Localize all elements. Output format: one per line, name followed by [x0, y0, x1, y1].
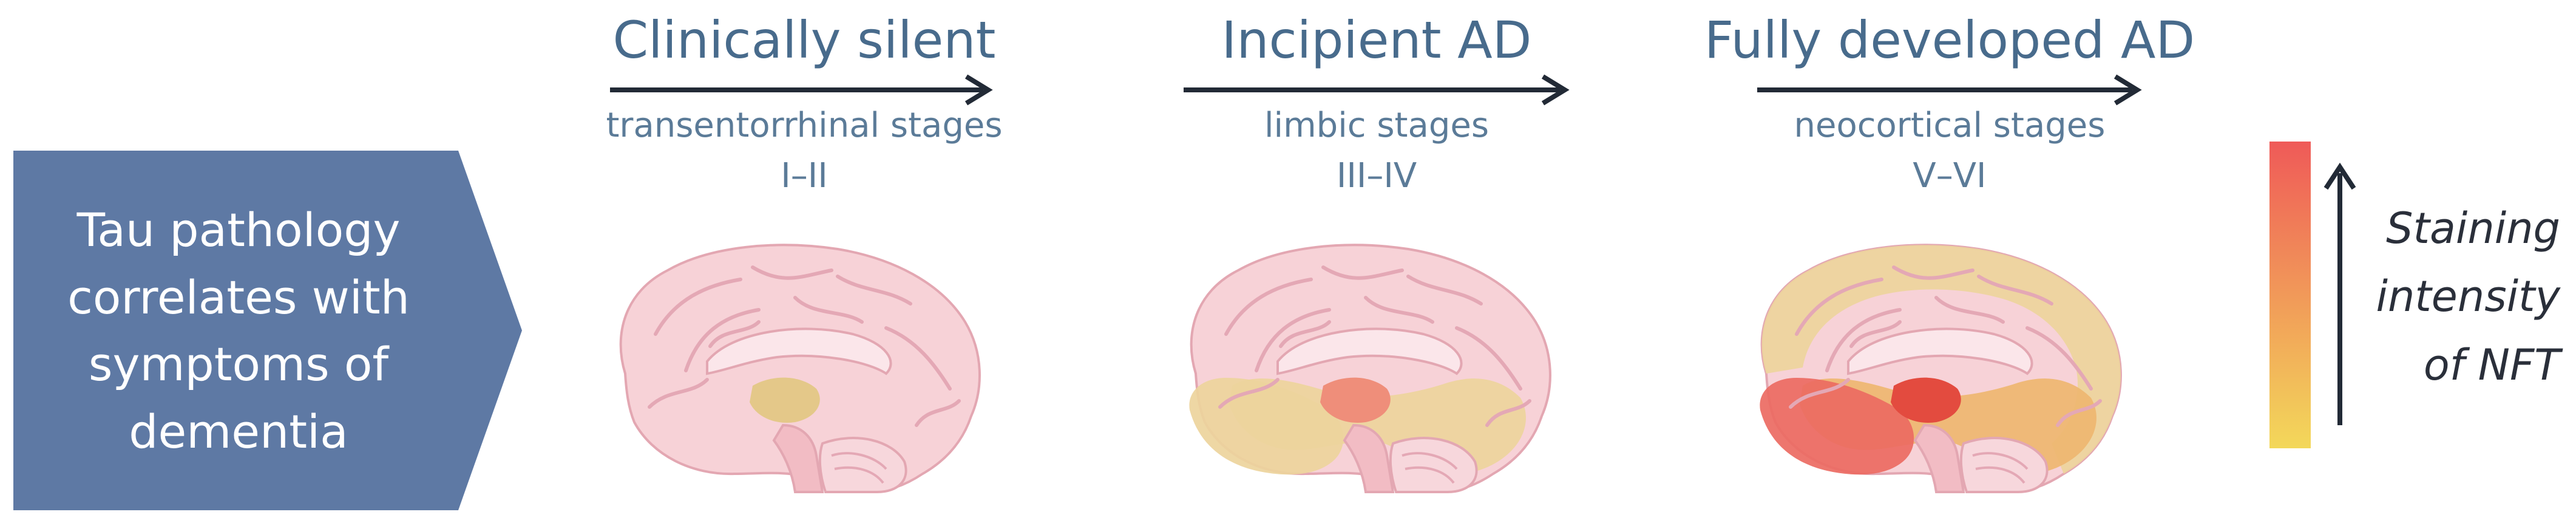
progression-arrow — [610, 74, 993, 106]
brainstem — [1913, 423, 1965, 493]
progression-arrow — [1184, 74, 1570, 106]
stage-subtitle: transentorrhinal stages — [606, 106, 1002, 145]
staining-legend: Staining intensity of NFT — [2269, 142, 2563, 448]
entorhinal-region — [750, 377, 820, 423]
brain-illustration — [1189, 244, 1551, 494]
stage-title: Incipient AD — [1222, 10, 1532, 70]
gyrus-line — [1825, 308, 1902, 372]
gyrus-line — [1279, 320, 1331, 348]
callout-shape — [13, 151, 522, 510]
callout-line-1: Tau pathology — [76, 203, 401, 257]
stage-fully-developed-ad: Fully developed AD neocortical stages V–… — [1704, 10, 2195, 494]
legend-line-3: of NFT — [2424, 340, 2563, 390]
gyrus-line — [2056, 399, 2102, 427]
gyrus-line — [1789, 378, 1850, 409]
gyrus-line — [1321, 265, 1404, 280]
neocortex-region — [1761, 245, 2121, 474]
intensity-arrow-icon — [2323, 162, 2356, 425]
cerebellum — [1959, 437, 2049, 493]
stage-range: V–VI — [1913, 156, 1986, 196]
gyrus-line — [1218, 378, 1280, 409]
cerebellum — [1389, 437, 1478, 493]
entorhinal-region — [1891, 377, 1961, 423]
gyrus-line — [836, 275, 912, 306]
stage-subtitle: limbic stages — [1264, 106, 1489, 145]
brainstem — [1343, 423, 1395, 493]
gyrus-line — [1892, 265, 1974, 280]
gyrus-line — [1795, 278, 1883, 336]
callout-line-2: correlates with — [67, 270, 410, 324]
stage-title: Fully developed AD — [1704, 10, 2195, 70]
stage-subtitle: neocortical stages — [1794, 106, 2106, 145]
cerebellum-folia — [1972, 452, 2029, 484]
gyrus-line — [1224, 278, 1313, 336]
gyrus-line — [884, 326, 952, 391]
cerebellum-folia — [831, 452, 887, 484]
gyrus-line — [1255, 308, 1331, 372]
entorhinal-region — [1320, 377, 1391, 423]
gyrus-line — [751, 265, 833, 280]
gyrus-line — [1455, 326, 1522, 391]
corpus-callosum — [706, 327, 892, 375]
stage-title: Clinically silent — [613, 10, 996, 70]
corpus-callosum — [1847, 327, 2033, 375]
brainstem — [772, 423, 824, 493]
stage-incipient-ad: Incipient AD limbic stages III–IV — [1184, 10, 1570, 494]
gyrus-line — [648, 378, 709, 409]
gyrus-line — [684, 308, 761, 372]
callout-line-3: symptoms of — [89, 337, 390, 391]
gyrus-line — [2025, 326, 2093, 391]
gyrus-line — [793, 296, 864, 324]
gyrus-line — [1849, 320, 1902, 348]
gyrus-line — [708, 320, 761, 348]
callout-line-4: dementia — [129, 405, 348, 459]
gyrus-line — [1977, 275, 2053, 306]
gyrus-line — [915, 399, 961, 427]
legend-line-2: intensity — [2376, 272, 2561, 321]
gyrus-line — [1406, 275, 1483, 306]
corpus-callosum — [1276, 327, 1463, 375]
staining-gradient-bar — [2269, 142, 2311, 448]
brain-illustration — [619, 244, 981, 494]
legend-line-1: Staining — [2386, 203, 2560, 253]
gyrus-line — [1485, 399, 1531, 427]
gyrus-line — [1934, 296, 2005, 324]
gyrus-line — [654, 278, 742, 336]
cerebellum-folia — [1402, 452, 1458, 484]
stage-range: I–II — [781, 156, 828, 196]
stage-clinically-silent: Clinically silent transentorrhinal stage… — [606, 10, 1003, 494]
stage-range: III–IV — [1337, 156, 1417, 196]
brain-illustration — [1760, 244, 2122, 494]
gyrus-line — [1364, 296, 1434, 324]
callout: Tau pathology correlates with symptoms o… — [13, 151, 522, 510]
progression-arrow — [1757, 74, 2142, 106]
brain-outline — [619, 244, 981, 494]
cerebellum — [818, 437, 907, 493]
